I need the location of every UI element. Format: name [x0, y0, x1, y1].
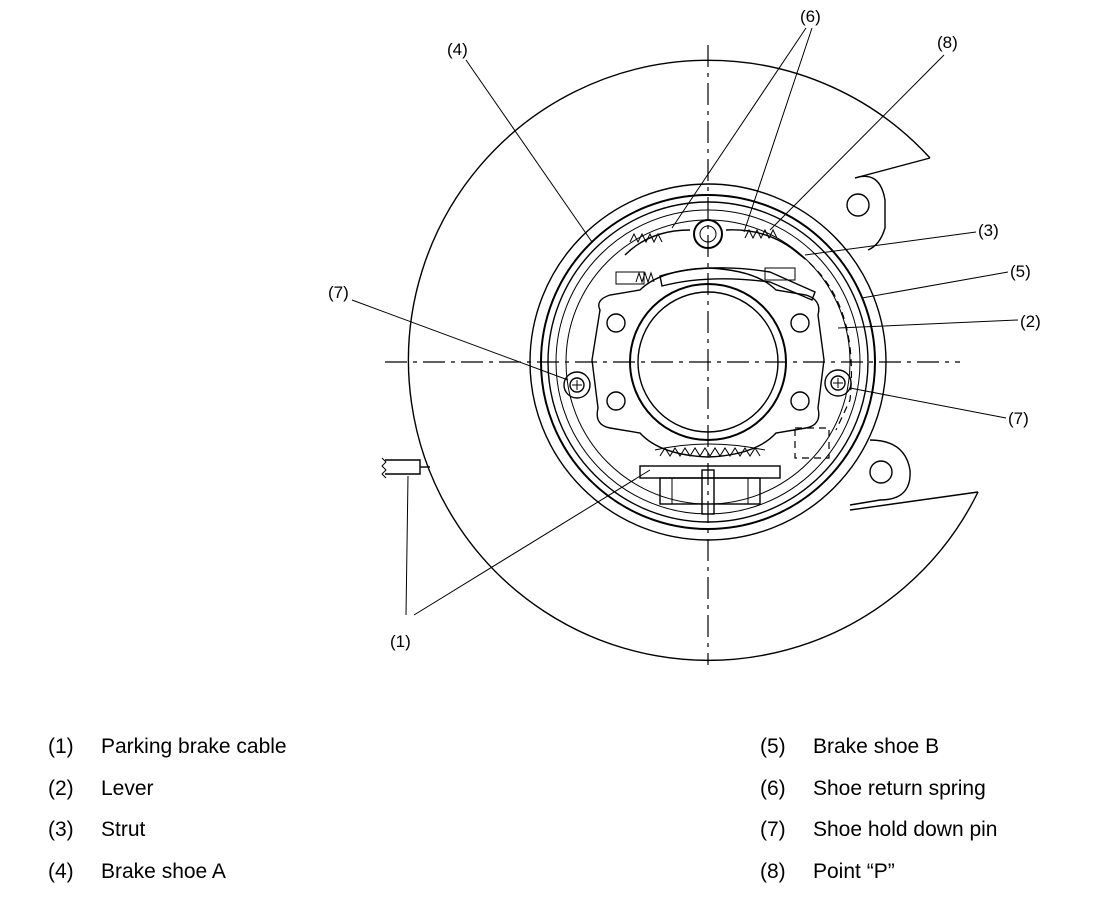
- legend-label: Brake shoe A: [101, 859, 226, 883]
- legend-label: Shoe return spring: [813, 776, 986, 800]
- legend-label: Parking brake cable: [101, 735, 287, 758]
- legend-item: (6) Shoe return spring: [760, 775, 1120, 817]
- legend-number: (1): [48, 735, 74, 758]
- legend-label: Lever: [101, 776, 154, 800]
- callout-4: (4): [447, 40, 468, 59]
- center-lines: [385, 45, 960, 665]
- legend-label: Point “P”: [813, 859, 895, 883]
- callout-7-right: (7): [1008, 409, 1029, 428]
- leader-lines: [351, 27, 1019, 616]
- legend-label: Brake shoe B: [813, 735, 940, 758]
- legend-number: (5): [760, 735, 786, 758]
- callout-1: (1): [390, 632, 411, 651]
- callout-7-left: (7): [328, 283, 349, 302]
- hub-flange: [591, 267, 825, 458]
- legend-left: (1) Parking brake cable (2) Lever (3) St…: [48, 733, 468, 899]
- legend-number: (2): [48, 776, 74, 800]
- callout-6: (6): [800, 7, 821, 26]
- legend-right: (5) Brake shoe B (6) Shoe return spring …: [760, 733, 1120, 899]
- backing-plate: [407, 59, 979, 661]
- legend-item: (4) Brake shoe A: [48, 858, 468, 900]
- legend-item: (1) Parking brake cable: [48, 733, 468, 775]
- callout-3: (3): [978, 221, 999, 240]
- legend-label: Shoe hold down pin: [813, 818, 998, 841]
- callout-8: (8): [937, 33, 958, 52]
- legend-number: (8): [760, 859, 786, 883]
- bottom-adjuster: [639, 443, 781, 515]
- legend-item: (5) Brake shoe B: [760, 733, 1120, 775]
- legend-item: (7) Shoe hold down pin: [760, 816, 1120, 858]
- legend-number: (7): [760, 818, 786, 841]
- hold-down-pins: [563, 369, 852, 399]
- callout-5: (5): [1010, 262, 1031, 281]
- legend-item: (3) Strut: [48, 816, 468, 858]
- legend-number: (4): [48, 859, 74, 883]
- callout-2: (2): [1020, 312, 1041, 331]
- legend-number: (6): [760, 776, 786, 800]
- legend-item: (2) Lever: [48, 775, 468, 817]
- legend-item: (8) Point “P”: [760, 858, 1120, 900]
- parking-brake-cable: [381, 457, 430, 479]
- legend-number: (3): [48, 818, 74, 841]
- top-spring-area: [615, 219, 853, 459]
- legend-label: Strut: [101, 818, 146, 841]
- brake-assembly-diagram: (6) (8) (4) (3) (5) (2) (7) (7) (1): [328, 7, 1041, 665]
